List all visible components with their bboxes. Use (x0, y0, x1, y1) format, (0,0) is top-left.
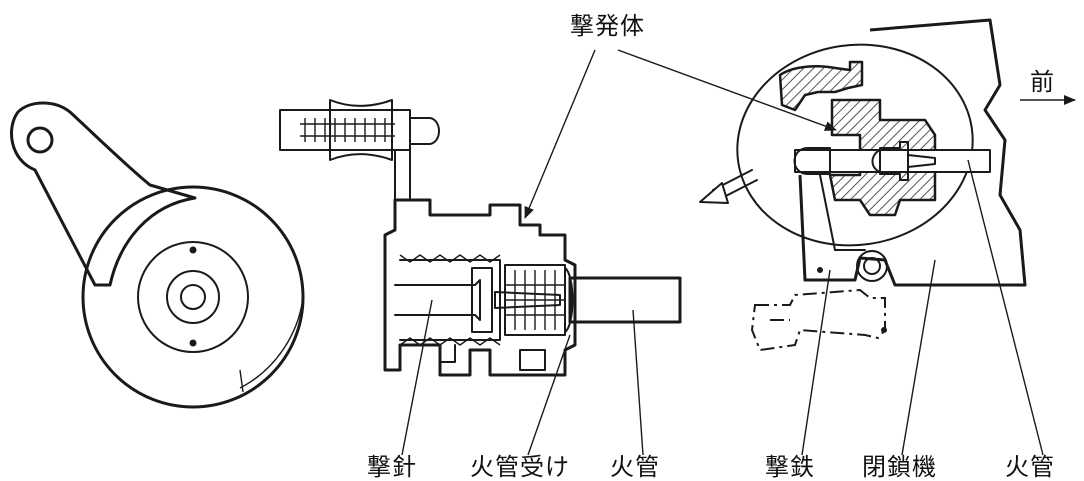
cam-lever-part (10, 101, 305, 409)
leader-breech-block (901, 259, 936, 456)
label-forward: 前 (1030, 68, 1055, 96)
leader-primer-right (967, 159, 1044, 456)
leader-striker-left (524, 49, 596, 219)
leader-firing-pin (401, 299, 433, 456)
recoil-arrow (699, 169, 758, 204)
label-firing-pin: 撃針 (367, 453, 417, 481)
leader-striker-right (617, 49, 837, 131)
label-striker-body: 撃発体 (570, 12, 645, 40)
label-primer-left: 火管 (610, 453, 660, 481)
leader-primer-holder (527, 334, 571, 456)
label-hammer: 撃鉄 (765, 453, 815, 481)
label-primer-right: 火管 (1005, 453, 1055, 481)
leader-primer-left (632, 309, 644, 456)
label-primer-holder: 火管受け (470, 453, 570, 481)
leader-hammer (801, 269, 831, 456)
leader-lines (401, 49, 1076, 456)
label-breech-block: 閉鎖機 (862, 453, 937, 481)
striker-body-section (279, 99, 682, 377)
breech-assembly (736, 18, 1027, 352)
